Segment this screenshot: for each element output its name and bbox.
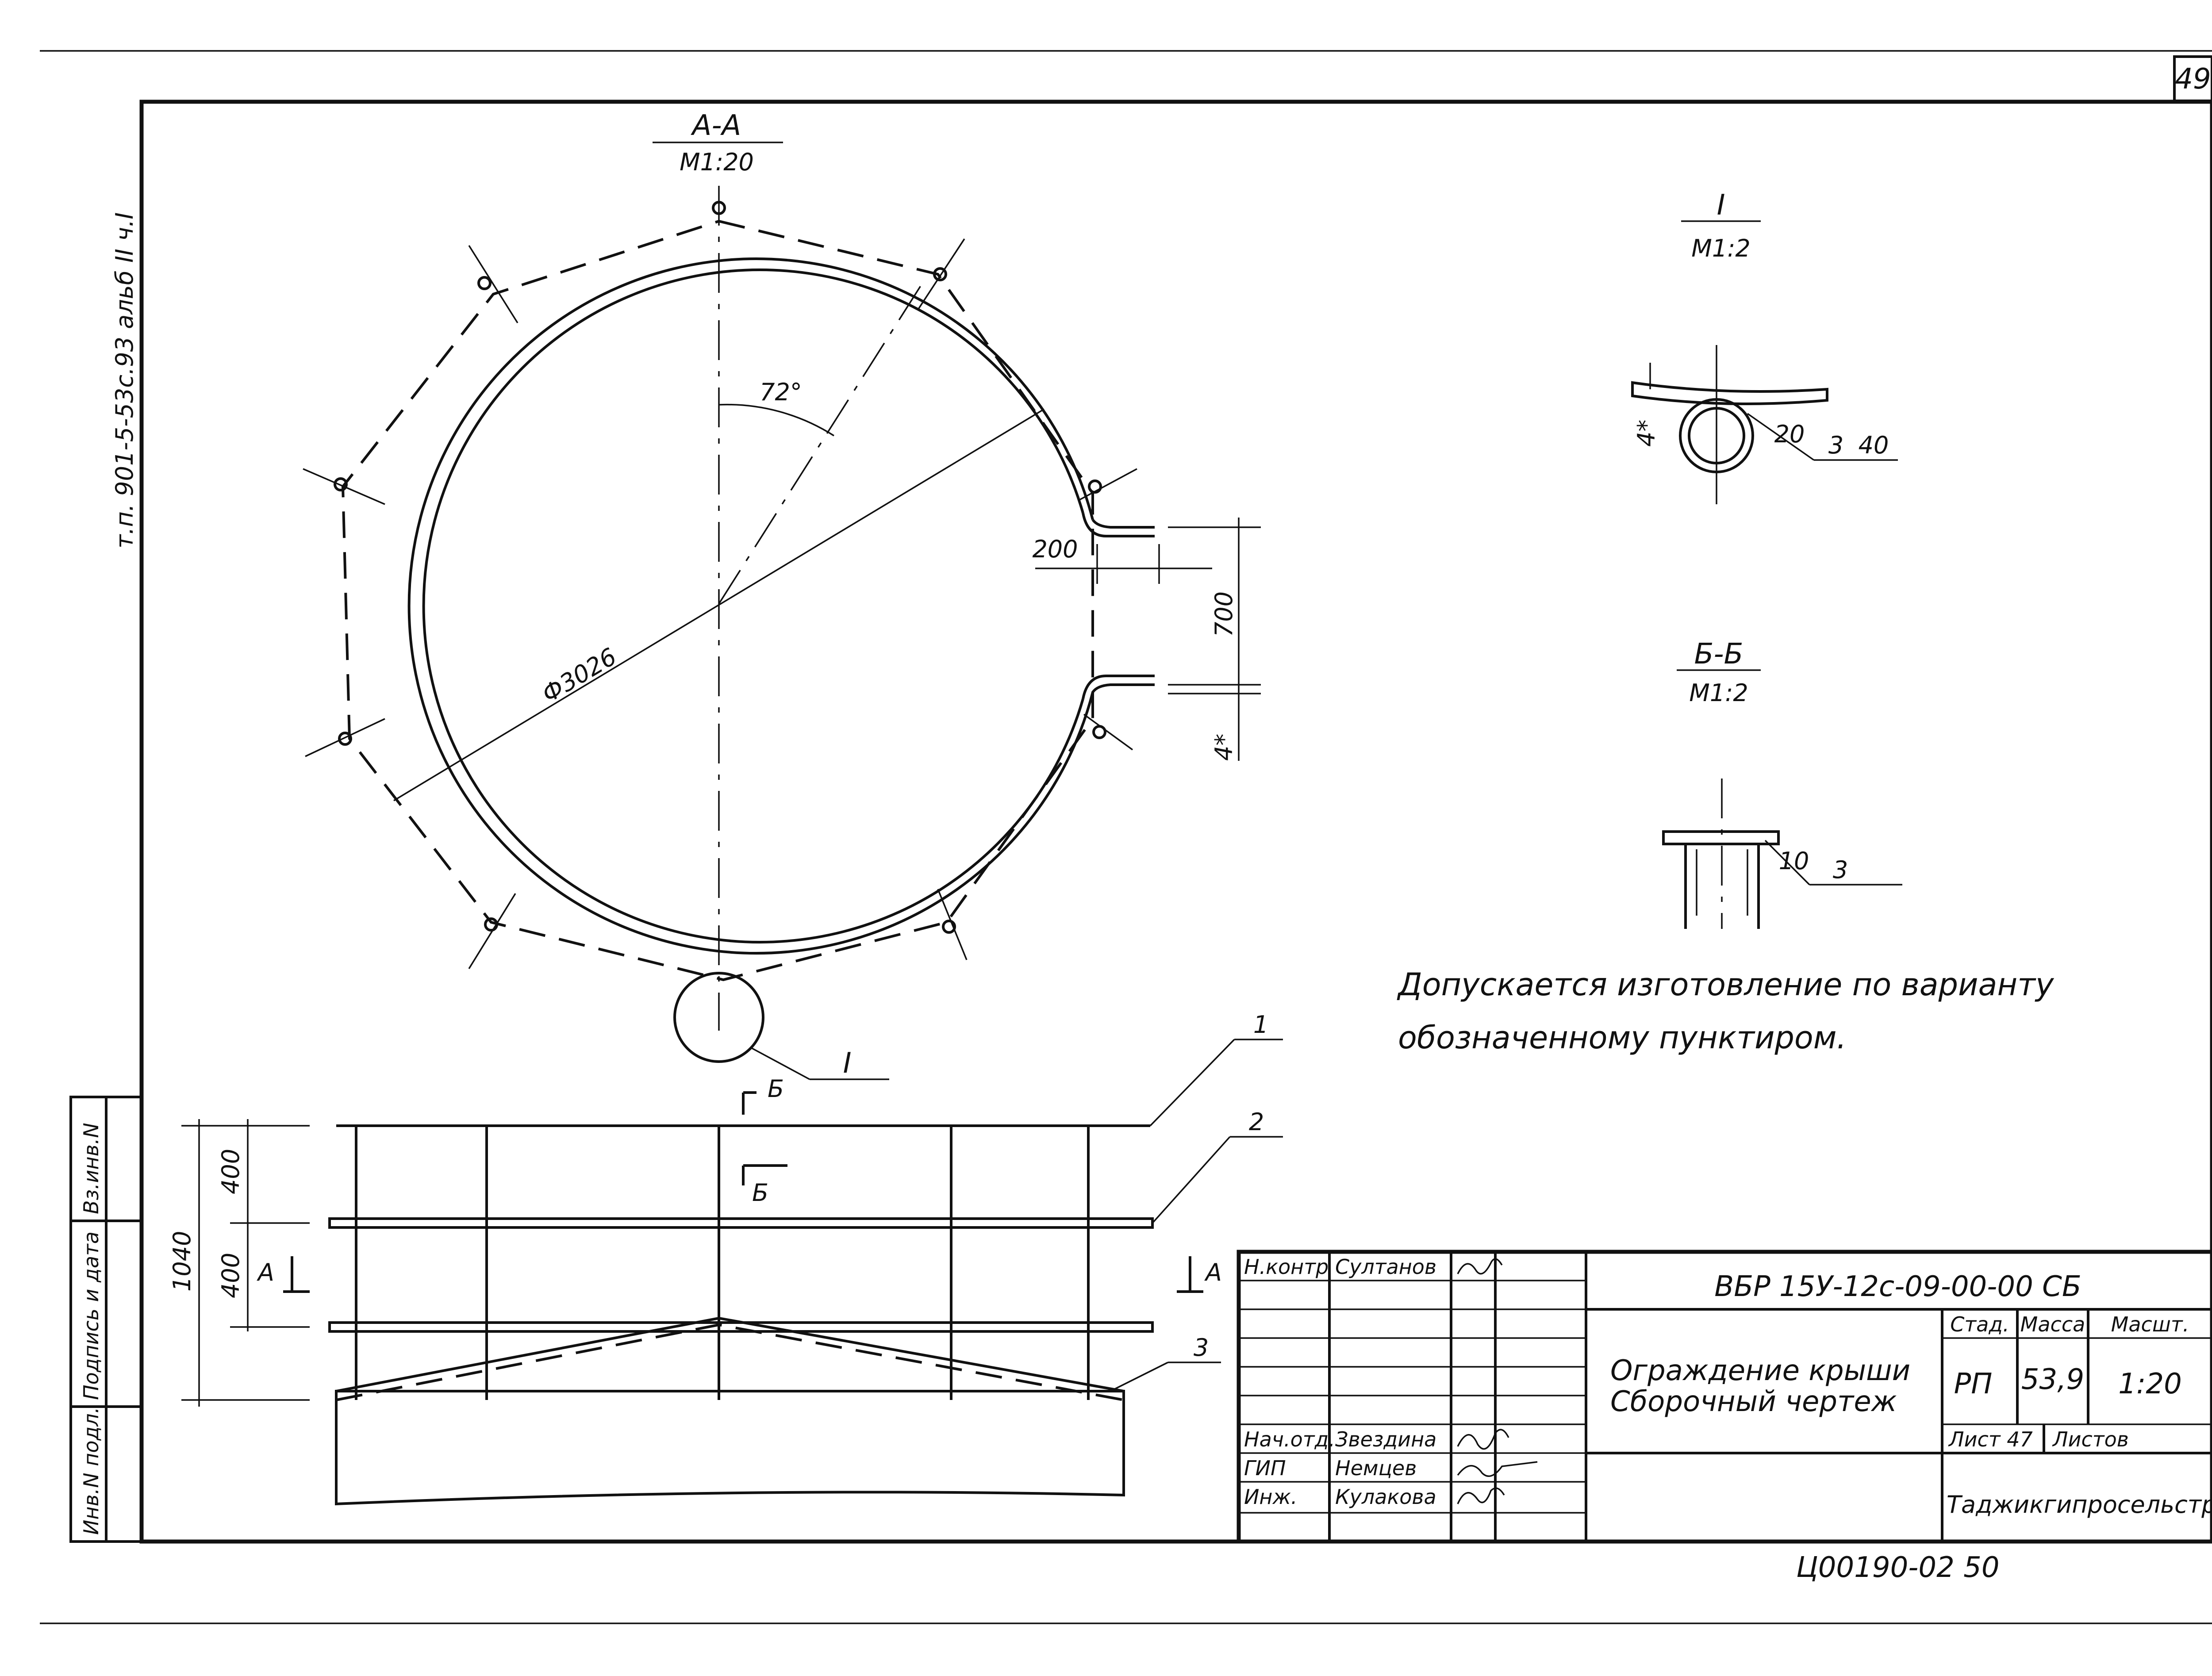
callout-i-circle [673, 972, 764, 1063]
detail-bb-scale: М1:2 [1689, 679, 1748, 707]
detail-bb: Б-Б М1:2 10 3 [1662, 638, 1902, 929]
detail-i-title: I [1717, 189, 1725, 222]
tb-organization: Таджикгипросельстрой [1947, 1491, 2212, 1519]
tb-sheet-label: Лист 47 [1948, 1427, 2033, 1451]
tb-name-7: Кулакова [1335, 1485, 1436, 1509]
section-aa-plan: А-А М1:20 [303, 109, 1261, 1080]
angle-label: 72° [760, 378, 802, 406]
ring-outer [407, 257, 1094, 955]
gap-width-label: 200 [1032, 535, 1078, 563]
ring-end-bottom [1091, 683, 1155, 693]
title-block: Н.контр Султанов Нач.отд. Звездина ГИП Н… [1237, 1250, 2212, 1544]
side-col-vz: Вз.инв.N [79, 1123, 103, 1214]
position-2-label: 2 [1249, 1108, 1264, 1136]
tb-document-code: ВБР 15У-12с-09-00-00 СБ [1714, 1270, 2081, 1303]
tb-title-line-2: Сборочный чертеж [1610, 1385, 1897, 1418]
detail-i-weld-leg: 20 [1774, 420, 1805, 448]
signatures [1457, 1258, 1538, 1504]
section-a-label-left: А [257, 1258, 274, 1286]
sheet-number: 49 [2175, 63, 2211, 96]
section-aa-scale: М1:20 [680, 148, 754, 176]
thickness-label: 4* [1210, 734, 1238, 761]
tb-mass-header: Масса [2020, 1312, 2085, 1336]
tb-role-5: Нач.отд. [1244, 1427, 1335, 1451]
detail-i-scale: М1:2 [1691, 234, 1751, 262]
elev-dim-400-bottom: 400 [217, 1253, 245, 1298]
detail-bb-weld-leg: 10 [1779, 847, 1809, 875]
elev-dim-400-top: 400 [217, 1149, 245, 1194]
section-aa-title: А-А [691, 109, 741, 142]
diameter-label: Ф3026 [537, 642, 621, 708]
detail-i: I М1:2 4* 20 3 40 [1631, 189, 1898, 504]
tb-role-0: Н.контр [1244, 1255, 1329, 1279]
tb-stage: РП [1954, 1368, 1993, 1400]
diameter-line [393, 408, 1045, 802]
tb-scale: 1:20 [2118, 1368, 2182, 1400]
callout-i-label: I [843, 1047, 852, 1080]
tb-name-5: Звездина [1335, 1427, 1436, 1451]
elevation-view: 400 400 1040 Б Б А А 1 2 3 [168, 1011, 1283, 1506]
side-col-sign: Подпись и дата [79, 1231, 103, 1400]
dashed-alternative [341, 220, 1094, 982]
detail-i-weld-len: 40 [1859, 431, 1889, 459]
side-col-inv: Инв.N подл. [79, 1407, 103, 1535]
post-markers [303, 201, 1137, 969]
detail-bb-weld-spec: 3 [1833, 856, 1848, 884]
tb-stage-header: Стад. [1950, 1312, 2009, 1336]
position-3-label: 3 [1194, 1334, 1209, 1362]
section-a-label-right: А [1204, 1258, 1222, 1286]
tb-name-6: Немцев [1335, 1456, 1417, 1480]
angle-arc [718, 403, 834, 437]
section-b-label-top: Б [768, 1075, 784, 1103]
detail-i-weld-spec: 3 [1828, 431, 1843, 459]
drawing-frame [139, 100, 2212, 1544]
tb-title-line-1: Ограждение крыши [1610, 1354, 1910, 1387]
tb-sheets-label: Листов [2052, 1427, 2129, 1451]
elev-dim-1040: 1040 [168, 1231, 196, 1292]
side-stamp: т.п. 901-5-53с.93 альб II ч.I [111, 212, 138, 548]
bottom-code: Ц00190-02 50 [1796, 1551, 2000, 1584]
tb-mass: 53,9 [2021, 1363, 2085, 1396]
position-1-label: 1 [1253, 1011, 1268, 1039]
tb-role-6: ГИП [1244, 1456, 1286, 1480]
gap-height-label: 700 [1210, 591, 1238, 637]
note-line-2: обозначенному пунктиром. [1398, 1020, 1847, 1056]
tb-role-7: Инж. [1244, 1485, 1298, 1509]
ring-inner [422, 268, 1084, 943]
detail-bb-title: Б-Б [1694, 638, 1743, 671]
radial-line [718, 283, 923, 604]
tb-scale-header: Масшт. [2111, 1312, 2189, 1336]
tb-name-0: Султанов [1335, 1255, 1436, 1279]
sheet-number-box [2173, 55, 2212, 102]
side-columns: Инв.N подл. Подпись и дата Вз.инв.N [69, 1096, 143, 1543]
section-b-label-bottom: Б [752, 1179, 768, 1207]
ring-end-top [1091, 519, 1155, 529]
note-line-1: Допускается изготовление по варианту [1397, 966, 2055, 1003]
detail-i-thickness: 4* [1632, 420, 1660, 447]
